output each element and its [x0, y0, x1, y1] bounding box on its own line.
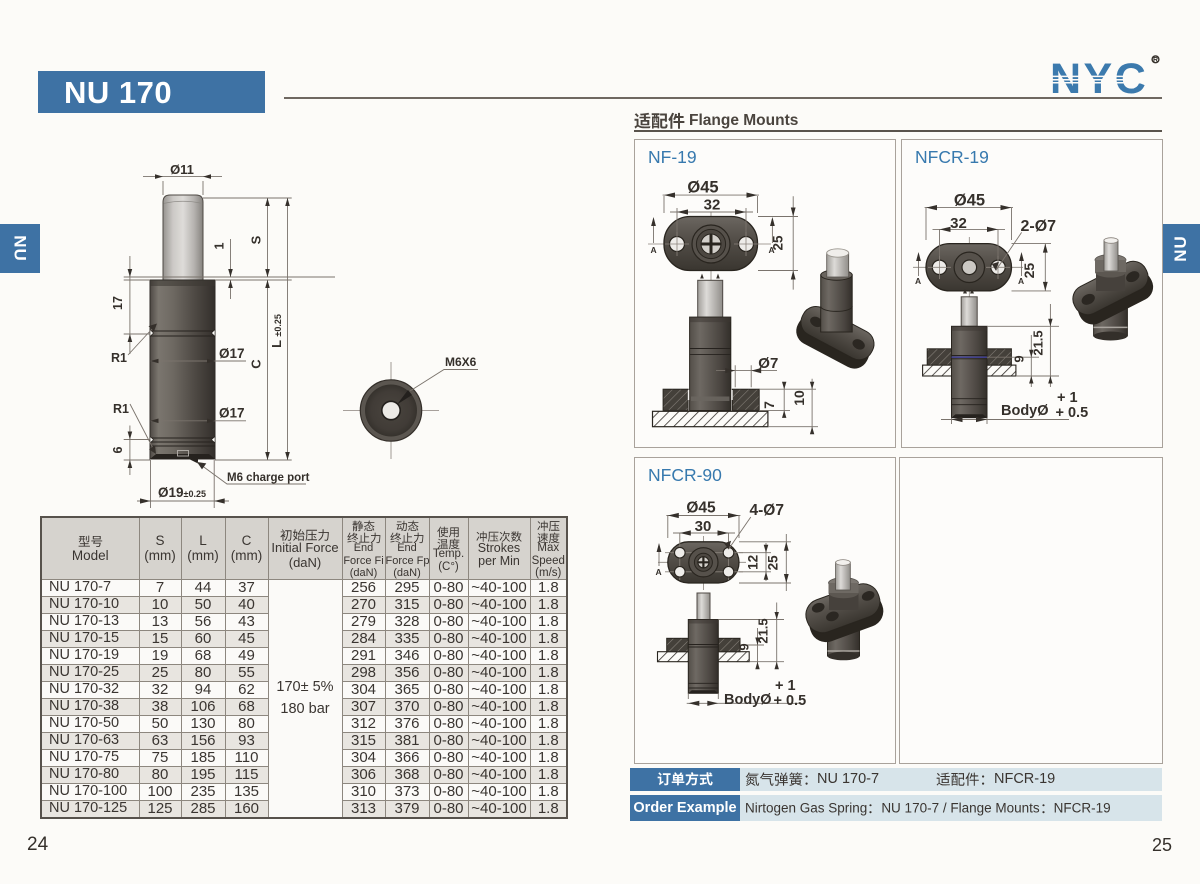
svg-text:25: 25: [766, 555, 781, 571]
svg-text:32: 32: [704, 197, 721, 214]
svg-text:Ø17: Ø17: [219, 406, 245, 421]
svg-text:Ø19±0.25: Ø19±0.25: [158, 485, 206, 500]
svg-text:7: 7: [761, 401, 777, 409]
svg-text:R1: R1: [113, 402, 129, 416]
svg-text:A: A: [1018, 276, 1024, 286]
svg-text:30: 30: [695, 518, 712, 535]
svg-text:A: A: [651, 245, 657, 255]
svg-text:+ 0.5: + 0.5: [774, 693, 807, 709]
svg-text:Ø45: Ø45: [687, 179, 718, 197]
svg-text:A: A: [769, 245, 775, 255]
svg-text:Ø45: Ø45: [686, 500, 716, 517]
svg-text:4-Ø7: 4-Ø7: [750, 502, 784, 519]
svg-text:+ 1: + 1: [1057, 390, 1078, 406]
svg-text:17: 17: [111, 296, 125, 310]
svg-text:NFCR-90: NFCR-90: [648, 465, 722, 485]
svg-text:25: 25: [1021, 263, 1037, 279]
svg-text:R: R: [1153, 57, 1158, 64]
svg-text:Ø7: Ø7: [758, 355, 778, 372]
svg-text:Ø45: Ø45: [954, 191, 985, 209]
svg-text:L ±0.25: L ±0.25: [269, 314, 284, 348]
svg-text:BodyØ: BodyØ: [1001, 403, 1049, 419]
svg-text:9: 9: [737, 643, 752, 650]
svg-text:10: 10: [791, 390, 807, 406]
svg-text:M6X6: M6X6: [445, 355, 477, 369]
svg-text:NF-19: NF-19: [648, 147, 697, 167]
svg-text:Ø17: Ø17: [219, 346, 245, 361]
svg-text:C: C: [249, 359, 264, 369]
svg-text:M6 charge port: M6 charge port: [227, 472, 310, 484]
svg-text:32: 32: [950, 215, 967, 232]
svg-text:BodyØ: BodyØ: [724, 692, 772, 708]
svg-text:A: A: [915, 276, 921, 286]
svg-text:25: 25: [771, 235, 786, 251]
svg-text:NFCR-19: NFCR-19: [915, 147, 989, 167]
svg-text:Ø11: Ø11: [170, 162, 194, 177]
svg-text:NYC: NYC: [1050, 55, 1148, 100]
svg-text:21.5: 21.5: [756, 618, 771, 643]
svg-text:12: 12: [745, 555, 760, 570]
svg-text:21.5: 21.5: [1031, 330, 1046, 355]
svg-text:R1: R1: [111, 351, 127, 365]
svg-text:2-Ø7: 2-Ø7: [1021, 218, 1057, 235]
svg-text:A: A: [656, 567, 662, 577]
svg-text:1: 1: [213, 242, 227, 249]
svg-text:+ 0.5: + 0.5: [1056, 405, 1089, 421]
svg-text:+ 1: + 1: [775, 678, 796, 694]
svg-text:9: 9: [1012, 355, 1027, 362]
svg-text:S: S: [249, 235, 264, 244]
svg-text:6: 6: [111, 446, 125, 453]
